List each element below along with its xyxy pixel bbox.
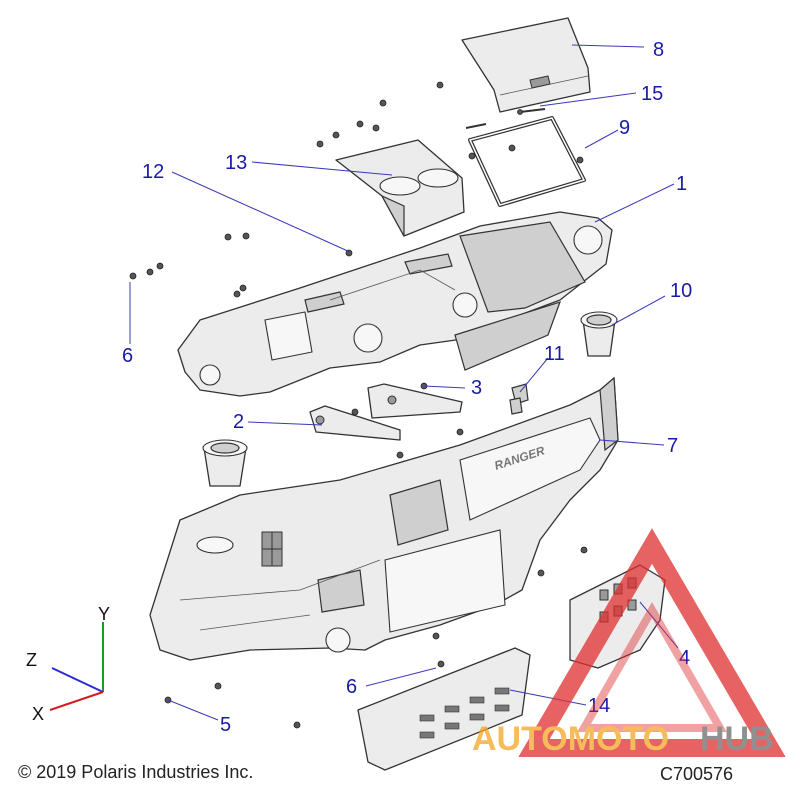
part-1-upper-dash xyxy=(177,211,613,397)
callout-labels: 8 15 9 1 13 12 10 6 11 3 2 7 4 6 14 5 xyxy=(122,39,692,736)
callout-11: 11 xyxy=(544,343,565,365)
x-axis-line xyxy=(49,691,104,711)
fasteners xyxy=(129,81,588,729)
part-3-bracket xyxy=(367,383,463,419)
part-9-seal xyxy=(465,116,586,207)
callout-9: 9 xyxy=(619,117,630,139)
watermark: AUTOMOTO HUB xyxy=(472,528,786,758)
part-7-lower-dash: RANGER xyxy=(149,376,619,661)
callout-5: 5 xyxy=(220,714,231,736)
part-11-connector xyxy=(509,383,529,415)
callout-2: 2 xyxy=(233,411,244,433)
callout-7: 7 xyxy=(667,435,678,457)
leader-lines xyxy=(129,44,679,721)
callout-1: 1 xyxy=(676,173,687,195)
part-2-bracket xyxy=(309,405,401,441)
axis-triad: Y Z X xyxy=(26,604,110,724)
callout-15: 15 xyxy=(641,83,663,105)
watermark-triangle xyxy=(518,528,786,757)
watermark-text-automoto: AUTOMOTO xyxy=(472,720,669,758)
callout-13: 13 xyxy=(225,152,247,174)
part-10-cup-holder-right xyxy=(580,311,618,357)
z-axis-line xyxy=(51,667,104,693)
cup-holder-left xyxy=(202,439,248,487)
part-13-cup-holder-bin xyxy=(335,139,465,237)
callout-14: 14 xyxy=(588,695,610,717)
part-15-pin xyxy=(517,108,546,115)
callout-6-lower: 6 xyxy=(346,676,357,698)
callout-3: 3 xyxy=(471,377,482,399)
axis-z-label: Z xyxy=(26,650,37,670)
callout-12: 12 xyxy=(142,161,164,183)
axis-x-label: X xyxy=(32,704,44,724)
part-8-glovebox-lid xyxy=(461,17,591,113)
watermark-text-hub: HUB xyxy=(700,720,774,758)
callout-6-upper: 6 xyxy=(122,345,133,367)
callout-10: 10 xyxy=(670,280,692,302)
callout-4: 4 xyxy=(679,647,690,669)
axis-y-label: Y xyxy=(98,604,110,624)
callout-8: 8 xyxy=(653,39,664,61)
diagram-code: C700576 xyxy=(660,764,733,784)
part-14-lower-panel xyxy=(357,647,531,771)
copyright-text: © 2019 Polaris Industries Inc. xyxy=(18,762,253,782)
